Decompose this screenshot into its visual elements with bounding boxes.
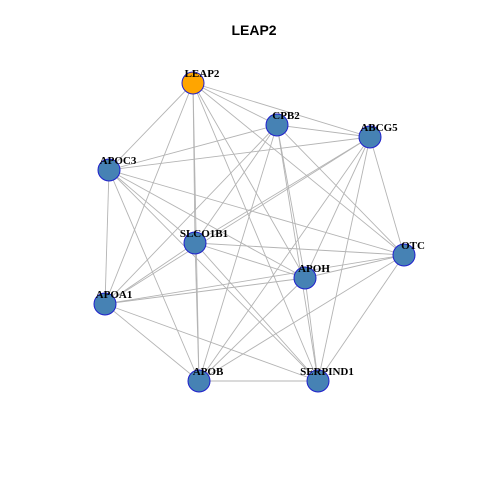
edge-cpb2-abcg5	[276, 124, 371, 138]
edge-apoa1-apob	[104, 303, 200, 382]
diagram-title: LEAP2	[231, 22, 276, 38]
edge-slco1b1-apob	[194, 242, 200, 382]
edge-slco1b1-serpind1	[194, 242, 319, 382]
edge-apoa1-serpind1	[104, 303, 319, 382]
edge-slco1b1-otc	[194, 242, 405, 256]
node-apoc3	[97, 158, 121, 182]
edge-cpb2-apoc3	[108, 124, 278, 171]
node-label-apoh: APOH	[298, 263, 330, 275]
node-label-apob: APOB	[193, 366, 224, 378]
node-apoa1	[93, 292, 117, 316]
edge-slco1b1-apoa1	[104, 242, 196, 305]
edge-apoc3-otc	[108, 169, 405, 256]
node-label-cpb2: CPB2	[272, 110, 300, 122]
edge-abcg5-apoc3	[108, 136, 371, 171]
edge-apoc3-slco1b1	[108, 169, 196, 244]
edge-leap2-apoh	[192, 82, 306, 279]
edge-otc-apob	[198, 254, 405, 382]
edge-apoc3-apob	[108, 169, 200, 382]
node-layer	[93, 71, 416, 393]
node-label-slco1b1: SLCO1B1	[180, 228, 228, 240]
node-apob	[187, 369, 211, 393]
node-leap2	[181, 71, 205, 95]
edge-abcg5-slco1b1	[194, 136, 371, 244]
edge-cpb2-otc	[276, 124, 405, 256]
edge-abcg5-otc	[369, 136, 405, 256]
edge-cpb2-apoh	[276, 124, 306, 279]
edge-abcg5-serpind1	[317, 136, 371, 382]
edge-cpb2-apoa1	[104, 124, 278, 305]
edge-abcg5-apob	[198, 136, 371, 382]
edge-layer	[104, 82, 405, 382]
edge-slco1b1-apoh	[194, 242, 306, 279]
edge-otc-apoa1	[104, 254, 405, 305]
edge-leap2-cpb2	[192, 82, 278, 126]
node-otc	[392, 243, 416, 267]
edge-leap2-serpind1	[192, 82, 319, 382]
edge-otc-serpind1	[317, 254, 405, 382]
node-label-abcg5: ABCG5	[360, 122, 398, 134]
edge-cpb2-serpind1	[276, 124, 319, 382]
edge-cpb2-apob	[198, 124, 278, 382]
edge-apoh-apoa1	[104, 277, 306, 305]
node-label-serpind1: SERPIND1	[300, 366, 354, 378]
edge-apoc3-apoh	[108, 169, 306, 279]
edge-leap2-abcg5	[192, 82, 371, 138]
edge-leap2-otc	[192, 82, 405, 256]
node-slco1b1	[183, 231, 207, 255]
edge-apoh-serpind1	[304, 277, 319, 382]
edge-apoc3-apoa1	[104, 169, 110, 305]
edge-cpb2-slco1b1	[194, 124, 278, 244]
node-label-leap2: LEAP2	[185, 68, 220, 80]
node-label-apoa1: APOA1	[96, 289, 133, 301]
node-cpb2	[265, 113, 289, 137]
node-label-otc: OTC	[401, 240, 425, 252]
edge-leap2-apoa1	[104, 82, 194, 305]
node-apoh	[293, 266, 317, 290]
edge-abcg5-apoa1	[104, 136, 371, 305]
node-label-apoc3: APOC3	[100, 155, 137, 167]
edge-leap2-apoc3	[108, 82, 194, 171]
node-abcg5	[358, 125, 382, 149]
edge-apoh-apob	[198, 277, 306, 382]
edge-apoc3-serpind1	[108, 169, 319, 382]
edge-abcg5-apoh	[304, 136, 371, 279]
node-serpind1	[306, 369, 330, 393]
edge-otc-apoh	[304, 254, 405, 279]
